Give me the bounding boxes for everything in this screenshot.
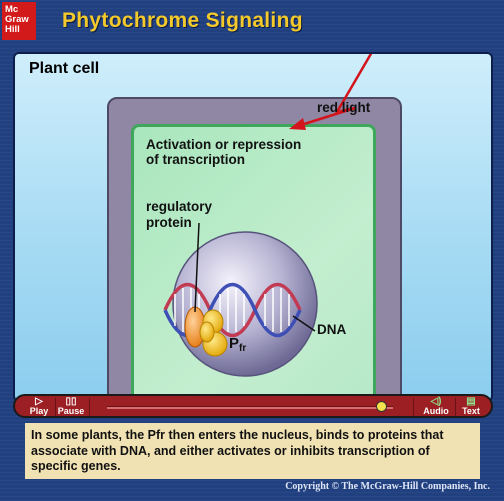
plant-cell-label: Plant cell — [29, 60, 100, 77]
animation-stage: Activation or repression of transcriptio… — [13, 52, 493, 402]
dna-label: DNA — [317, 322, 347, 337]
red-light-arrowhead — [289, 118, 306, 130]
audio-button[interactable]: ◁) Audio — [418, 397, 454, 417]
copyright-notice: Copyright © The McGraw-Hill Companies, I… — [285, 481, 490, 492]
logo-line-2: Graw — [5, 14, 29, 25]
regulatory-pointer — [194, 222, 200, 313]
pause-icon: ▯▯ — [65, 396, 77, 407]
playback-controls: ▷ Play ▯▯ Pause ◁) Audio ▤ Text — [13, 394, 493, 418]
text-label: Text — [462, 406, 480, 416]
audio-icon: ◁) — [430, 396, 442, 407]
logo-line-3: Hill — [5, 24, 20, 35]
control-divider — [455, 398, 456, 416]
narration-caption: In some plants, the Pfr then enters the … — [25, 423, 480, 479]
pfr-protein — [199, 309, 228, 357]
red-light-bolt — [300, 54, 373, 127]
text-icon: ▤ — [466, 396, 476, 407]
transcription-heading: Activation or repression of transcriptio… — [146, 137, 301, 167]
logo-line-1: Mc — [5, 4, 19, 15]
progress-track[interactable] — [107, 406, 393, 409]
red-light-label: red light — [317, 100, 371, 115]
regulatory-protein-label: regulatory protein — [146, 199, 212, 231]
play-label: Play — [29, 406, 49, 416]
control-divider — [89, 398, 90, 416]
transcription-heading-line-2: of transcription — [146, 152, 246, 167]
pause-button[interactable]: ▯▯ Pause — [57, 397, 85, 417]
control-divider — [413, 398, 414, 416]
text-button[interactable]: ▤ Text — [456, 397, 486, 417]
audio-label: Audio — [423, 406, 449, 416]
play-button[interactable]: ▷ Play — [25, 397, 53, 417]
animation-title: Phytochrome Signaling — [62, 9, 303, 32]
transcription-heading-line-1: Activation or repression — [146, 137, 302, 152]
regulatory-label-line-2: protein — [146, 215, 192, 230]
dna-pointer — [292, 315, 316, 332]
pause-label: Pause — [57, 406, 85, 416]
control-divider — [55, 398, 56, 416]
progress-knob[interactable] — [376, 401, 388, 412]
illustration: Pfr — [163, 54, 373, 377]
mcgraw-hill-logo: Mc Graw Hill — [2, 2, 36, 40]
play-icon: ▷ — [35, 396, 43, 407]
regulatory-label-line-1: regulatory — [146, 199, 213, 214]
pfr-label: Pfr — [229, 335, 246, 354]
